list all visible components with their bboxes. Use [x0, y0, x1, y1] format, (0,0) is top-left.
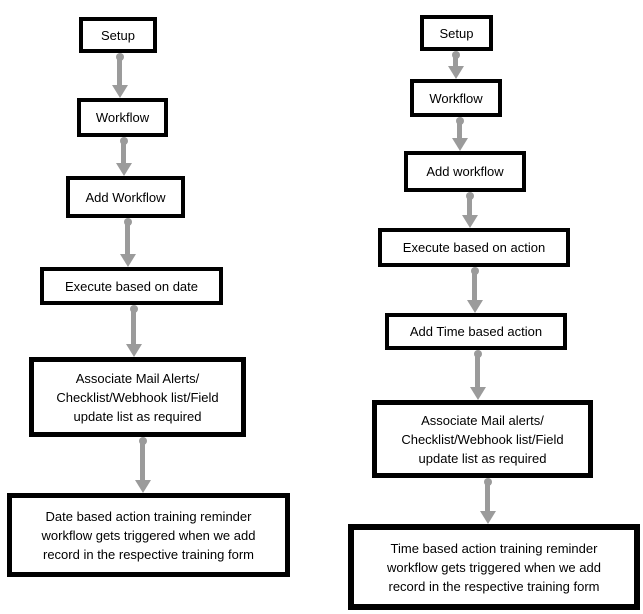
arrow-shaft — [125, 221, 130, 257]
arrowhead-icon — [448, 66, 464, 79]
arrow-shaft — [485, 481, 490, 514]
arrow-down-connector — [469, 350, 487, 400]
arrowhead-icon — [126, 344, 142, 357]
arrowhead-icon — [480, 511, 496, 524]
flow-step-associate-alerts-left: Associate Mail Alerts/ Checklist/Webhook… — [29, 357, 246, 437]
flow-step-execute-based-on-action: Execute based on action — [378, 228, 570, 267]
arrow-shaft — [475, 353, 480, 390]
flow-step-associate-alerts-right: Associate Mail alerts/ Checklist/Webhook… — [372, 400, 593, 478]
flow-step-add-time-based-action: Add Time based action — [385, 313, 567, 350]
arrowhead-icon — [452, 138, 468, 151]
arrow-shaft — [117, 56, 122, 88]
arrow-down-connector — [447, 51, 465, 79]
arrow-shaft — [457, 120, 462, 141]
arrow-down-connector — [466, 267, 484, 313]
flow-step-time-trigger-note: Time based action training reminder work… — [348, 524, 640, 610]
arrow-down-connector — [461, 192, 479, 228]
arrowhead-icon — [467, 300, 483, 313]
arrow-down-connector — [125, 305, 143, 357]
arrowhead-icon — [116, 163, 132, 176]
arrowhead-icon — [112, 85, 128, 98]
arrow-shaft — [131, 308, 136, 347]
flow-step-add-workflow-right: Add workflow — [404, 151, 526, 192]
arrow-down-connector — [119, 218, 137, 267]
arrowhead-icon — [135, 480, 151, 493]
flow-step-setup-left: Setup — [79, 17, 157, 53]
arrow-down-connector — [115, 137, 133, 176]
arrow-shaft — [121, 140, 126, 166]
arrow-shaft — [467, 195, 472, 218]
arrowhead-icon — [470, 387, 486, 400]
flow-step-workflow-left: Workflow — [77, 98, 168, 137]
flow-step-date-trigger-note: Date based action training reminder work… — [7, 493, 290, 577]
arrow-down-connector — [451, 117, 469, 151]
arrowhead-icon — [120, 254, 136, 267]
arrow-shaft — [472, 270, 477, 303]
arrow-down-connector — [111, 53, 129, 98]
arrow-down-connector — [479, 478, 497, 524]
flow-step-workflow-right: Workflow — [410, 79, 502, 117]
flow-step-execute-based-on-date: Execute based on date — [40, 267, 223, 305]
flow-step-setup-right: Setup — [420, 15, 493, 51]
arrow-down-connector — [134, 437, 152, 493]
flow-step-add-workflow-left: Add Workflow — [66, 176, 185, 218]
arrow-shaft — [140, 440, 145, 483]
arrow-shaft — [453, 54, 458, 69]
arrowhead-icon — [462, 215, 478, 228]
